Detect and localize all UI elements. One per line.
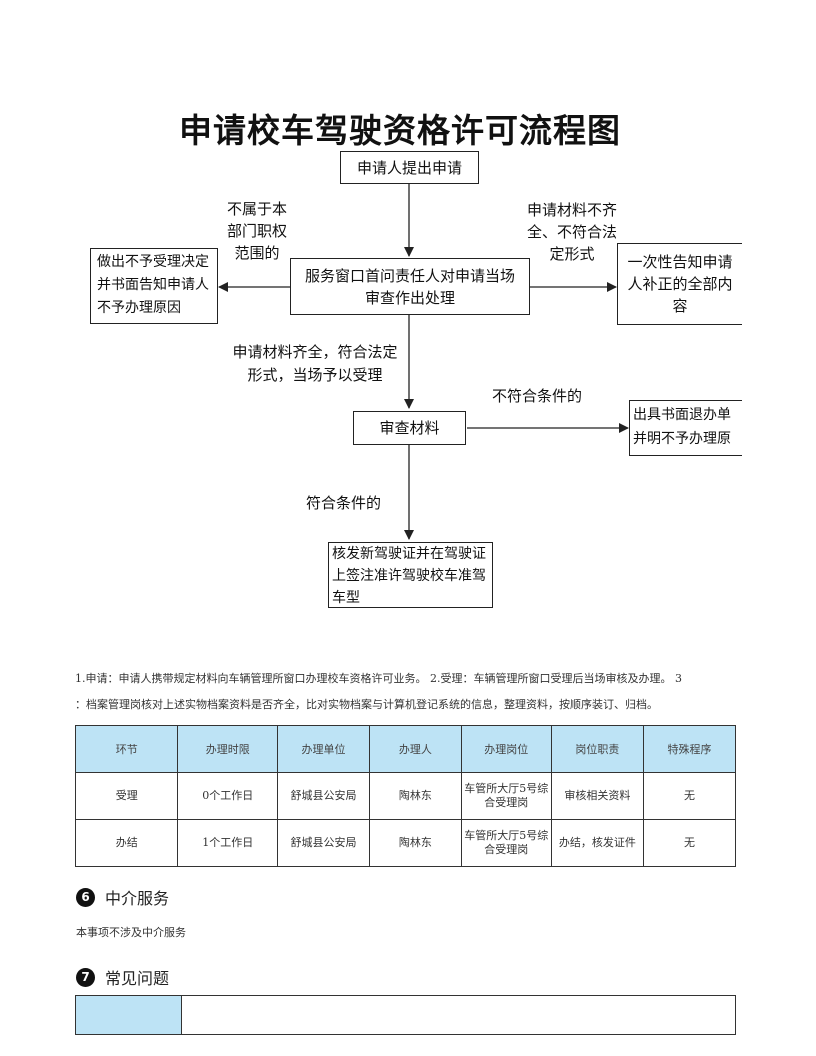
label-not-qualified: 不符合条件的 (492, 387, 583, 405)
section-title: 中介服务 (105, 889, 170, 908)
header-unit: 办理单位 (277, 725, 370, 773)
cell-unit: 舒城县公安局 (277, 772, 370, 820)
cell-special: 无 (643, 819, 736, 867)
node-apply: 申请人提出申请 (340, 151, 479, 184)
cell-post: 车管所大厅5号综合受理岗 (460, 819, 552, 867)
cell-unit: 舒城县公安局 (277, 819, 370, 867)
label-complete: 申请材料齐全，符合法定形式，当场予以受理 (232, 343, 398, 384)
faq-table-header-cell (76, 996, 182, 1034)
cell-time-limit: 0个工作日 (177, 772, 279, 820)
table-row: 受理 0个工作日 舒城县公安局 陶林东 车管所大厅5号综合受理岗 审核相关资料 … (74, 772, 736, 820)
faq-table (75, 995, 736, 1035)
section-intermediary-heading: 6 中介服务 (76, 885, 169, 909)
description-line-2: ：档案管理岗核对上述实物档案资料是否齐全，比对实物档案与计算机登记系统的信息，整… (75, 698, 658, 711)
table-row: 办结 1个工作日 舒城县公安局 陶林东 车管所大厅5号综合受理岗 办结，核发证件… (74, 819, 736, 867)
section-intermediary-text: 本事项不涉及中介服务 (76, 926, 186, 939)
label-qualified: 符合条件的 (306, 494, 382, 512)
cell-handler: 陶林东 (368, 819, 462, 867)
cell-time-limit: 1个工作日 (177, 819, 279, 867)
header-handler: 办理人 (368, 725, 462, 773)
cell-stage: 受理 (74, 772, 179, 820)
cell-stage: 办结 (74, 819, 179, 867)
cell-post: 车管所大厅5号综合受理岗 (460, 772, 552, 820)
flowchart-connectors (218, 184, 629, 540)
section-title: 常见问题 (105, 969, 170, 988)
label-incomplete: 申请材料不齐全、不符合法定形式 (526, 201, 617, 263)
header-duty: 岗位职责 (550, 725, 645, 773)
section-number-badge: 6 (76, 887, 95, 907)
cell-duty: 办结，核发证件 (550, 819, 645, 867)
header-post: 办理岗位 (460, 725, 552, 773)
section-number-badge: 7 (76, 967, 95, 987)
cell-duty: 审核相关资料 (550, 772, 645, 820)
process-table: 环节 办理时限 办理单位 办理人 办理岗位 岗位职责 特殊程序 受理 0个工作日… (74, 725, 736, 867)
node-window-review: 服务窗口首问责任人对申请当场审查作出处理 (290, 258, 530, 315)
header-stage: 环节 (74, 725, 179, 773)
description-line-1: 1.申请：申请人携带规定材料向车辆管理所窗口办理校车资格许可业务。 2.受理：车… (75, 672, 682, 685)
section-faq-heading: 7 常见问题 (76, 965, 169, 989)
node-issue: 核发新驾驶证并在驾驶证上签注准许驾驶校车准驾车型 (328, 542, 493, 608)
cell-handler: 陶林东 (368, 772, 462, 820)
label-not-scope: 不属于本部门职权范围的 (226, 200, 287, 262)
node-review: 审查材料 (353, 411, 466, 445)
header-special: 特殊程序 (643, 725, 736, 773)
node-notify-right: 一次性告知申请人补正的全部内容 (617, 243, 742, 325)
flowchart-title: 申请校车驾驶资格许可流程图 (179, 111, 621, 150)
node-refuse: 出具书面退办单并明不予办理原因 (629, 400, 742, 456)
node-reject-left: 做出不予受理决定并书面告知申请人不予办理原因 (90, 248, 218, 324)
table-header-row: 环节 办理时限 办理单位 办理人 办理岗位 岗位职责 特殊程序 (74, 725, 736, 773)
header-time-limit: 办理时限 (177, 725, 279, 773)
cell-special: 无 (643, 772, 736, 820)
